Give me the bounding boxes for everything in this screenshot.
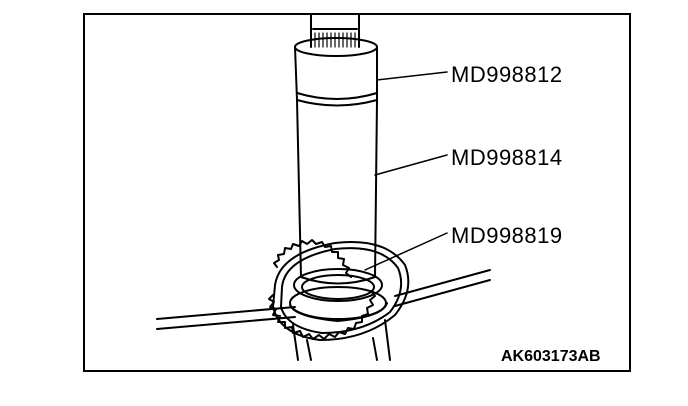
callout-md998814: MD998814 bbox=[451, 145, 563, 170]
figure-id: AK603173AB bbox=[501, 348, 601, 365]
leader-line-1 bbox=[376, 71, 448, 81]
tool-collar-MD998812 bbox=[294, 37, 378, 101]
splined-shaft-top bbox=[310, 15, 360, 48]
gear-assembly bbox=[268, 239, 410, 361]
tool-body-MD998814 bbox=[296, 99, 378, 285]
leader-lines bbox=[364, 71, 448, 271]
leader-line-3 bbox=[364, 232, 448, 271]
callout-md998812: MD998812 bbox=[451, 62, 563, 87]
callout-md998819: MD998819 bbox=[451, 223, 563, 248]
leader-line-2 bbox=[374, 154, 448, 176]
illustration-frame: MD998812 MD998814 MD998819 AK603173AB bbox=[83, 13, 631, 372]
installer-tool-diagram bbox=[156, 15, 491, 361]
main-shaft-line bbox=[156, 269, 491, 330]
